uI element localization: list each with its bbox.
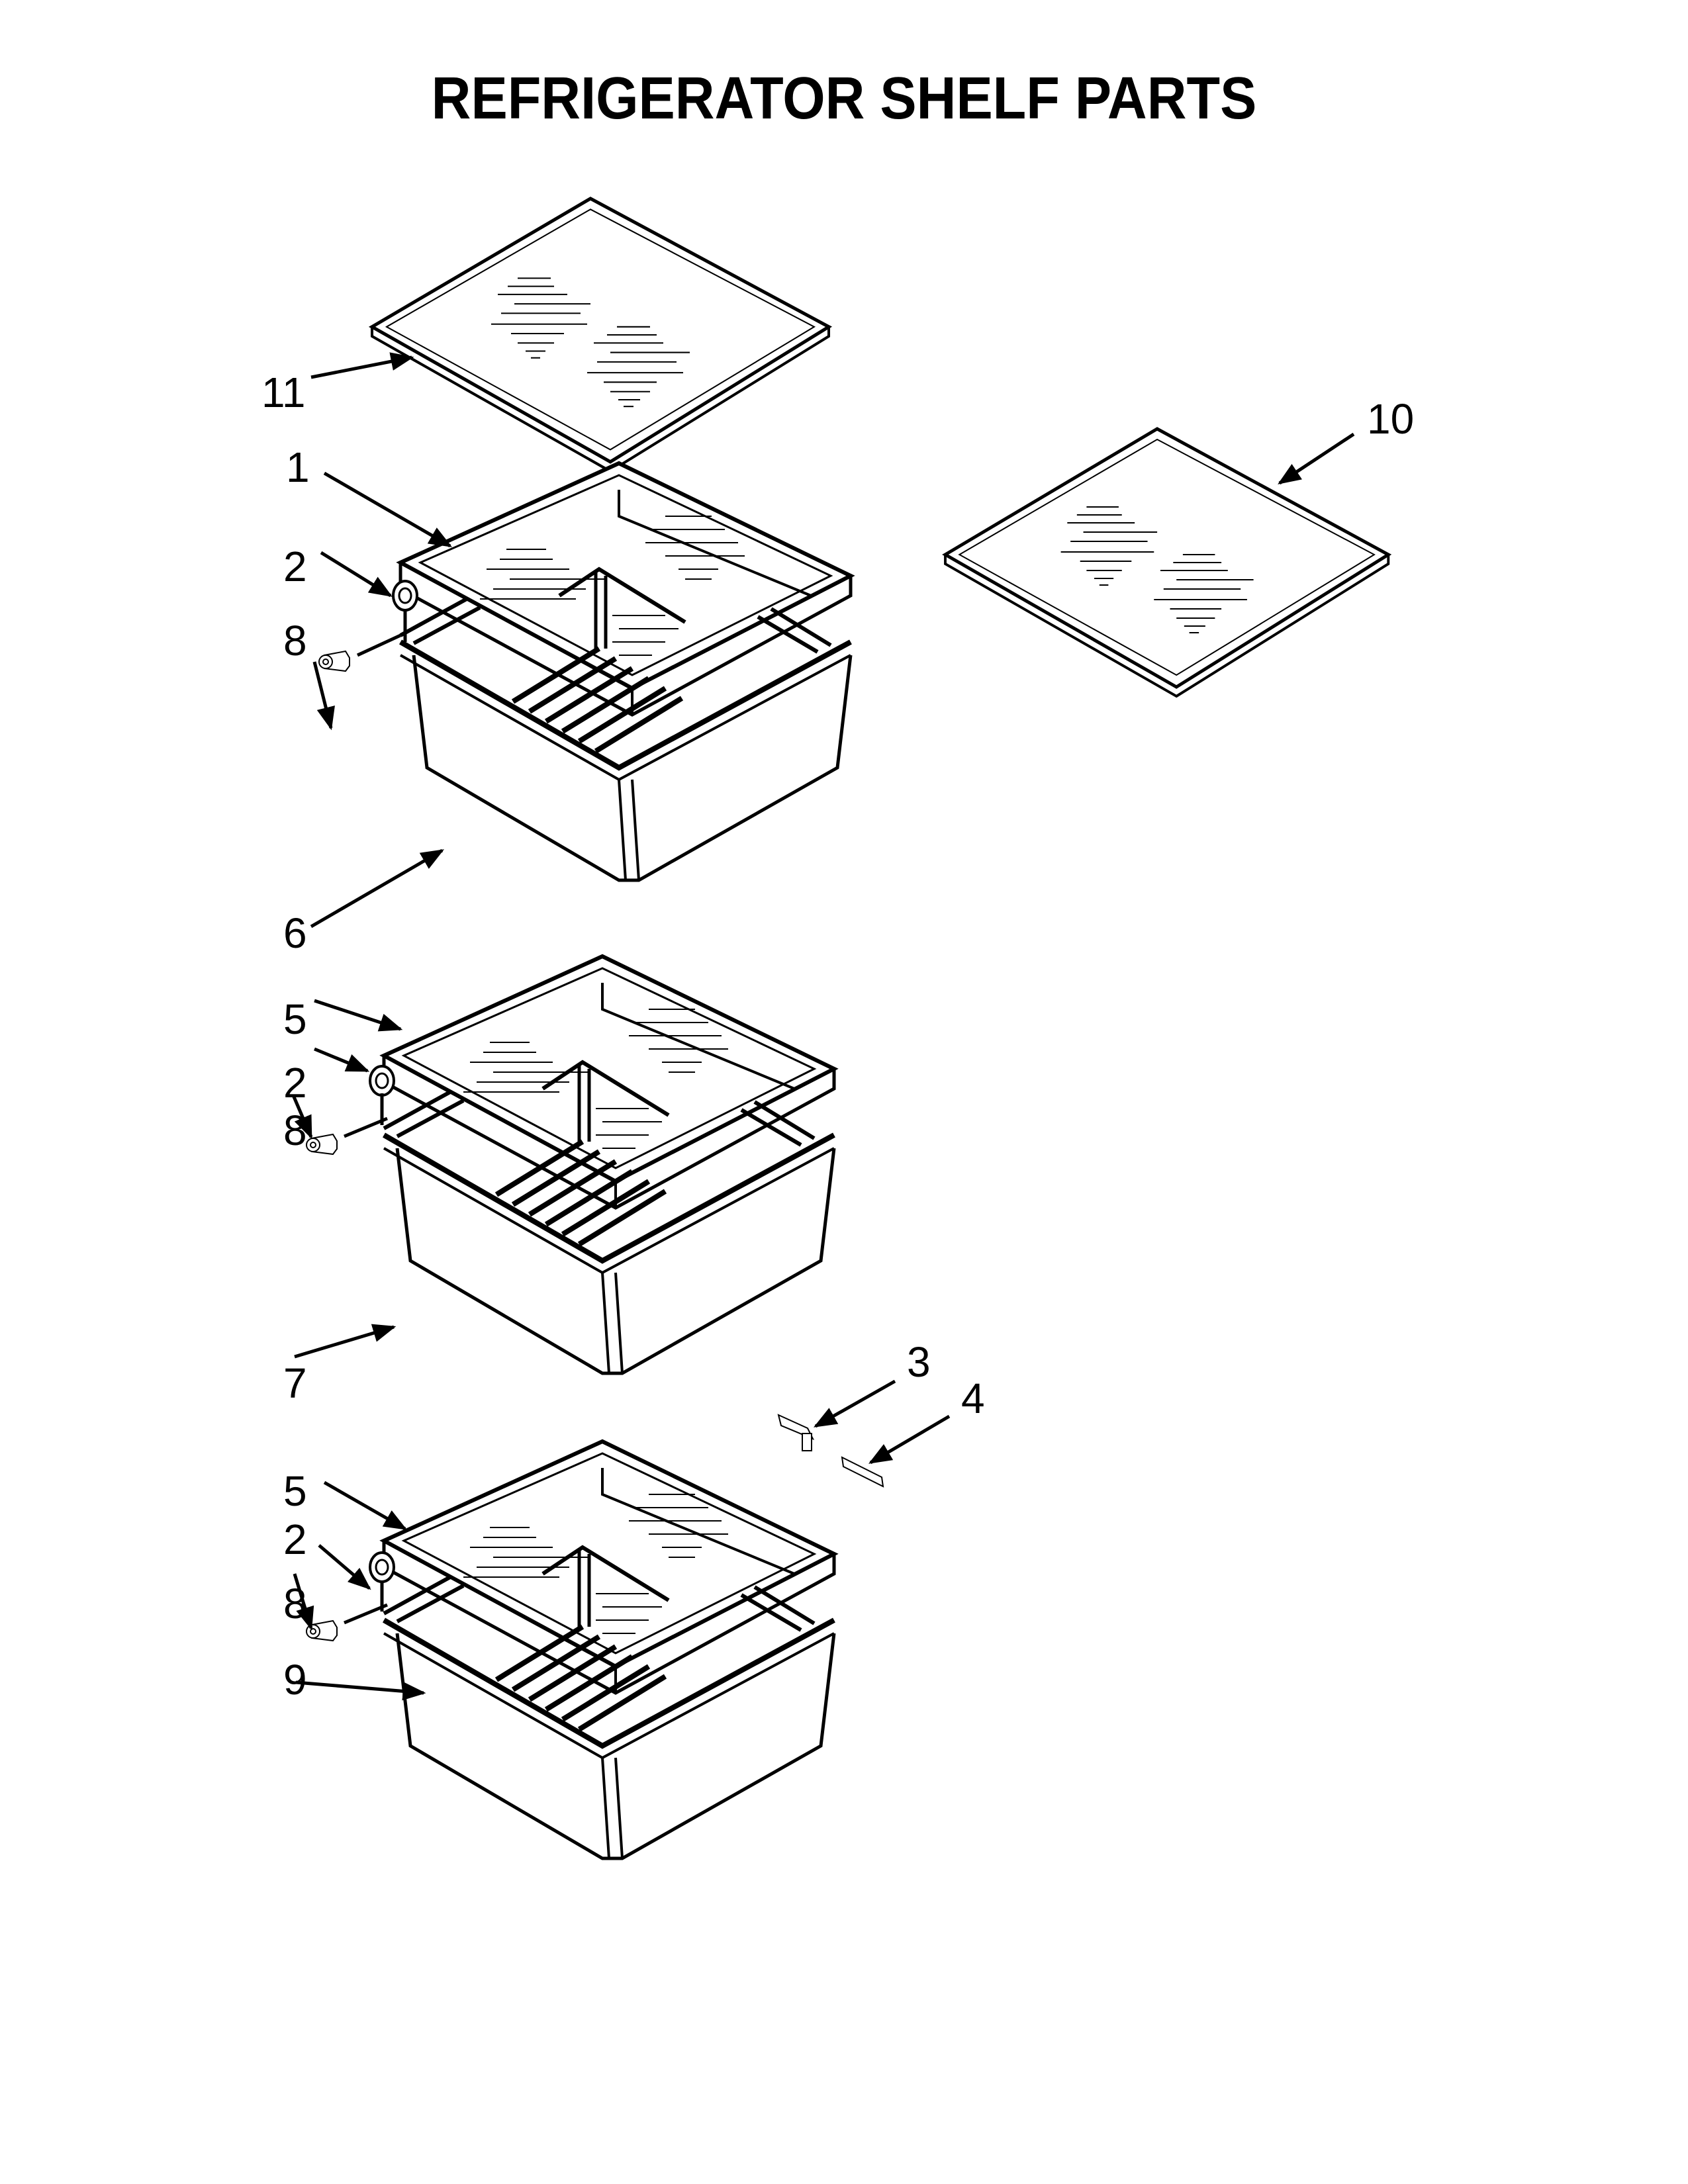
page-title: REFRIGERATOR SHELF PARTS xyxy=(431,66,1257,132)
callout-8a: 8 xyxy=(283,617,307,664)
crisper-set-2 xyxy=(306,956,834,1373)
part-3-slide xyxy=(777,1414,815,1451)
leader-11 xyxy=(310,352,414,379)
callout-6: 6 xyxy=(283,909,307,957)
crisper-set-1 xyxy=(318,463,851,880)
leader-9 xyxy=(295,1680,426,1701)
part-10-glass-shelf xyxy=(945,429,1388,696)
callout-8c: 8 xyxy=(283,1580,307,1627)
callout-5a: 5 xyxy=(283,995,307,1043)
callout-9: 9 xyxy=(283,1656,307,1704)
part-4-slide xyxy=(841,1456,884,1488)
callout-5b: 5 xyxy=(283,1467,307,1515)
callout-8b: 8 xyxy=(283,1107,307,1154)
callout-7: 7 xyxy=(283,1359,307,1407)
part-11-glass-shelf xyxy=(372,199,829,471)
leader-5b xyxy=(323,1480,408,1531)
callout-4: 4 xyxy=(961,1375,985,1422)
leader-1 xyxy=(323,471,453,548)
leader-2b xyxy=(314,1047,370,1073)
callout-2c: 2 xyxy=(283,1516,307,1563)
leader-8b xyxy=(291,1095,313,1140)
callout-2a: 2 xyxy=(283,543,307,590)
leader-2c xyxy=(318,1544,371,1590)
callout-3: 3 xyxy=(907,1338,931,1386)
callout-11: 11 xyxy=(261,369,305,416)
leader-5a xyxy=(314,999,403,1032)
leader-6 xyxy=(310,848,445,929)
leader-10 xyxy=(1278,432,1355,485)
callout-1: 1 xyxy=(286,443,310,491)
leader-8c xyxy=(293,1573,314,1631)
callout-10: 10 xyxy=(1367,395,1414,443)
leader-3 xyxy=(813,1379,896,1428)
leader-7 xyxy=(294,1324,397,1359)
leader-8a xyxy=(312,661,335,731)
leader-2a xyxy=(320,551,393,598)
crisper-set-3 xyxy=(306,1441,834,1858)
leader-4 xyxy=(868,1414,951,1465)
